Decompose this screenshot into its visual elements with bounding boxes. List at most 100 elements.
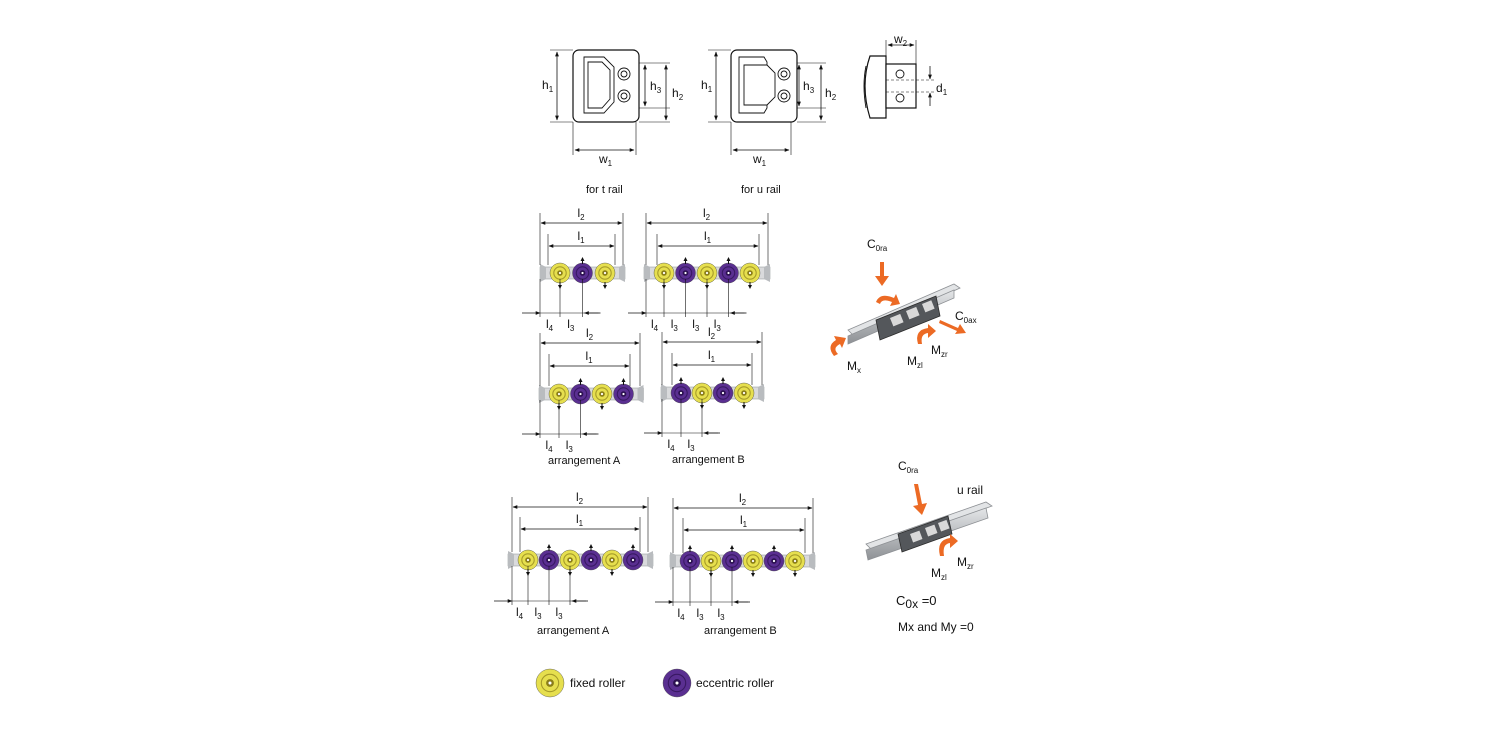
- eccentric-roller: [622, 549, 644, 571]
- t-w1-label: w1: [598, 152, 613, 168]
- legend-eccentric-roller-icon: [662, 668, 692, 698]
- fixed-roller: [700, 550, 722, 572]
- u-rail-load-diagram: C0ra u rail Mzl Mzr C0x =0 Mx and My =0: [865, 459, 993, 634]
- bottom-dim-label: l3: [556, 605, 564, 621]
- fixed-roller: [591, 383, 613, 405]
- fixed-roller: [549, 262, 571, 284]
- l2-label: l2: [703, 206, 711, 222]
- end-cap-left: [508, 551, 514, 569]
- arrangement-caption: arrangement B: [672, 454, 745, 466]
- end-cap-left: [540, 264, 546, 282]
- u-rail-caption: for u rail: [741, 184, 781, 196]
- c0ra-arrow: [875, 262, 889, 286]
- eccentric-roller: [763, 550, 785, 572]
- bottom-dim-label: l3: [566, 438, 574, 454]
- u-h1-label: h1: [701, 78, 713, 94]
- fixed-roller: [601, 549, 623, 571]
- u-mzr-label: Mzr: [957, 555, 974, 571]
- fixed-roller: [742, 550, 764, 572]
- fixed-roller: [784, 550, 806, 572]
- bottom-dim-label: l3: [697, 606, 705, 622]
- eccentric-roller-swatch: [662, 668, 692, 698]
- bottom-dim-label: l3: [688, 437, 696, 453]
- c0x-zero-note: C0x =0: [896, 593, 937, 611]
- mzr-label: Mzr: [931, 343, 948, 359]
- arrangement-r3: l2 l1 l4 l3: [522, 206, 626, 333]
- u-mzl-label: Mzl: [931, 566, 947, 582]
- legend-fixed-label: fixed roller: [570, 676, 625, 690]
- end-cap-right: [764, 264, 770, 282]
- c0ra-label: C0ra: [867, 237, 888, 253]
- mx-my-zero-note: Mx and My =0: [898, 620, 974, 634]
- l1-label: l1: [576, 512, 584, 528]
- u-rail-label: u rail: [957, 483, 983, 497]
- t-rail-cross-section: h1 h3 h2 w1 for t rail: [542, 49, 684, 196]
- fixed-roller: [548, 383, 570, 405]
- legend-fixed-roller-icon: [535, 668, 565, 698]
- legend-eccentric-label: eccentric roller: [696, 676, 774, 690]
- fixed-roller: [739, 262, 761, 284]
- eccentric-roller: [580, 549, 602, 571]
- bottom-dim-label: l4: [546, 317, 554, 333]
- end-cap-left: [670, 552, 676, 570]
- u-h2-label: h2: [825, 86, 837, 102]
- bottom-dim-label: l4: [678, 606, 686, 622]
- arrangement-r6a: l2 l1 l4 l3 l3 arrangement A: [494, 490, 654, 637]
- t-h1-label: h1: [542, 78, 554, 94]
- end-cap-left: [644, 264, 650, 282]
- l1-label: l1: [708, 348, 716, 364]
- l2-label: l2: [586, 326, 594, 342]
- end-cap-left: [661, 384, 667, 402]
- bottom-dim-label: l4: [651, 317, 659, 333]
- u-carriage: [897, 515, 953, 553]
- eccentric-roller: [675, 262, 696, 284]
- l1-label: l1: [578, 229, 586, 245]
- end-cap-right: [809, 552, 815, 570]
- l2-label: l2: [578, 206, 586, 222]
- eccentric-roller: [679, 550, 701, 572]
- eccentric-roller: [613, 383, 634, 405]
- l1-label: l1: [586, 349, 594, 365]
- d1-label: d1: [936, 81, 948, 97]
- mx-label: Mx: [847, 359, 861, 375]
- bottom-dim-label: l4: [516, 605, 524, 621]
- bottom-dim-label: l3: [535, 605, 543, 621]
- bottom-dim-label: l3: [567, 317, 575, 333]
- mz-arrow: [917, 324, 936, 344]
- l2-label: l2: [708, 325, 716, 341]
- u-rail-cross-section: h1 h3 h2 w1 for u rail: [701, 49, 837, 196]
- end-cap-right: [758, 384, 764, 402]
- bottom-dim-label: l4: [668, 437, 676, 453]
- l2-label: l2: [576, 490, 584, 506]
- t-h2-label: h2: [672, 86, 684, 102]
- c0ax-label: C0ax: [955, 309, 977, 325]
- fixed-roller: [653, 262, 675, 284]
- w2-label: w2: [893, 32, 908, 48]
- end-cap-right: [619, 264, 625, 282]
- c0ax-arrow: [939, 320, 966, 334]
- u-c0ra-arrow: [913, 484, 927, 515]
- eccentric-roller: [712, 382, 734, 404]
- l2-label: l2: [739, 491, 747, 507]
- bottom-dim-label: l4: [546, 438, 554, 454]
- bottom-dim-label: l3: [718, 606, 726, 622]
- arrangement-caption: arrangement B: [704, 625, 777, 637]
- arrangement-caption: arrangement A: [537, 625, 610, 637]
- l1-label: l1: [740, 513, 748, 529]
- u-c0ra-label: C0ra: [898, 459, 919, 475]
- arrangement-caption: arrangement A: [548, 455, 621, 467]
- u-w1-label: w1: [752, 152, 767, 168]
- mzl-label: Mzl: [907, 354, 923, 370]
- end-cap-right: [647, 551, 653, 569]
- my-curve-arrow: [876, 294, 900, 306]
- t-h3-label: h3: [650, 79, 662, 95]
- legend: fixed roller eccentric roller: [535, 668, 774, 698]
- t-rail-load-diagram: C0ra Mx Mzl Mzr C0ax: [830, 237, 977, 375]
- arrangement-r6b: l2 l1 l4 l3 l3 arrangement B: [655, 491, 816, 637]
- u-mz-arrow: [939, 534, 958, 556]
